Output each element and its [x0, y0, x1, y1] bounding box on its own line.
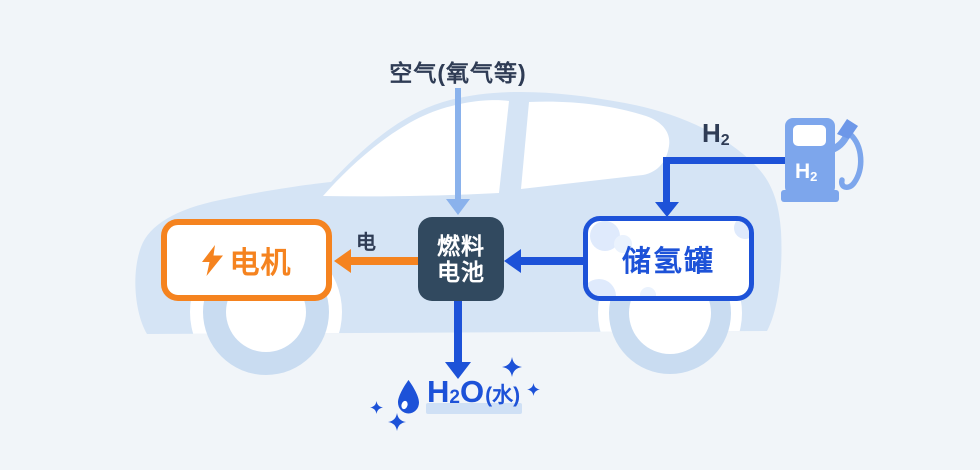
- air-arrow-head: [446, 199, 470, 215]
- h2-flow-label: H2: [702, 118, 730, 149]
- water-h: H: [427, 374, 450, 409]
- pump-nozzle-head: [837, 119, 858, 139]
- motor-node: 电机: [161, 219, 332, 301]
- electricity-arrow-shaft: [350, 257, 418, 265]
- fuel-cell-label-line2: 电池: [437, 259, 485, 285]
- hydrogen-pump-icon: H2: [781, 118, 864, 202]
- tank-bubble: [588, 279, 616, 296]
- h2-pipe-arrow-head: [655, 202, 679, 217]
- fuelcell-to-water-arrow-head: [445, 362, 471, 379]
- sparkle-icon: [370, 401, 383, 414]
- water-o: O: [459, 374, 485, 409]
- h2-label-base: H: [702, 118, 721, 148]
- air-input-label: 空气(氧气等): [389, 60, 527, 86]
- rear-window: [521, 101, 670, 189]
- windshield: [323, 100, 509, 197]
- pump-hose-loop: [838, 131, 864, 190]
- tank-bubble: [734, 221, 749, 239]
- sparkle-icon: [388, 413, 406, 431]
- tank-to-fuelcell-arrow-shaft: [520, 257, 583, 265]
- pump-h2-label: H2: [795, 160, 817, 184]
- electricity-arrow-head: [334, 249, 351, 273]
- motor-label: 电机: [229, 247, 292, 280]
- air-arrow-shaft: [455, 88, 461, 201]
- fuelcell-to-water-arrow-shaft: [454, 301, 462, 363]
- electricity-label: 电: [356, 232, 376, 254]
- fuel-cell-node: 燃料 电池: [418, 217, 504, 301]
- h2-label-subscript: 2: [720, 132, 730, 149]
- tank-bubble: [614, 235, 632, 253]
- sparkle-icon: [527, 383, 540, 396]
- sparkle-icon: [502, 357, 522, 377]
- pump-screen: [793, 125, 826, 146]
- tank-to-fuelcell-arrow-head: [504, 249, 521, 273]
- hydrogen-tank-node: 储氢罐: [583, 216, 754, 301]
- lightning-bolt-icon: [201, 244, 223, 276]
- water-suffix: (水): [485, 384, 521, 407]
- water-label-highlight: [426, 403, 522, 414]
- tank-bubble: [640, 287, 656, 296]
- hydrogen-tank-label: 储氢罐: [621, 245, 715, 278]
- water-droplet-icon: [398, 380, 419, 414]
- h2-pipe-vertical: [663, 157, 670, 203]
- h2-pipe-horizontal: [663, 157, 786, 164]
- water-subscript: 2: [449, 387, 460, 408]
- fuel-cell-label-line1: 燃料: [437, 233, 485, 259]
